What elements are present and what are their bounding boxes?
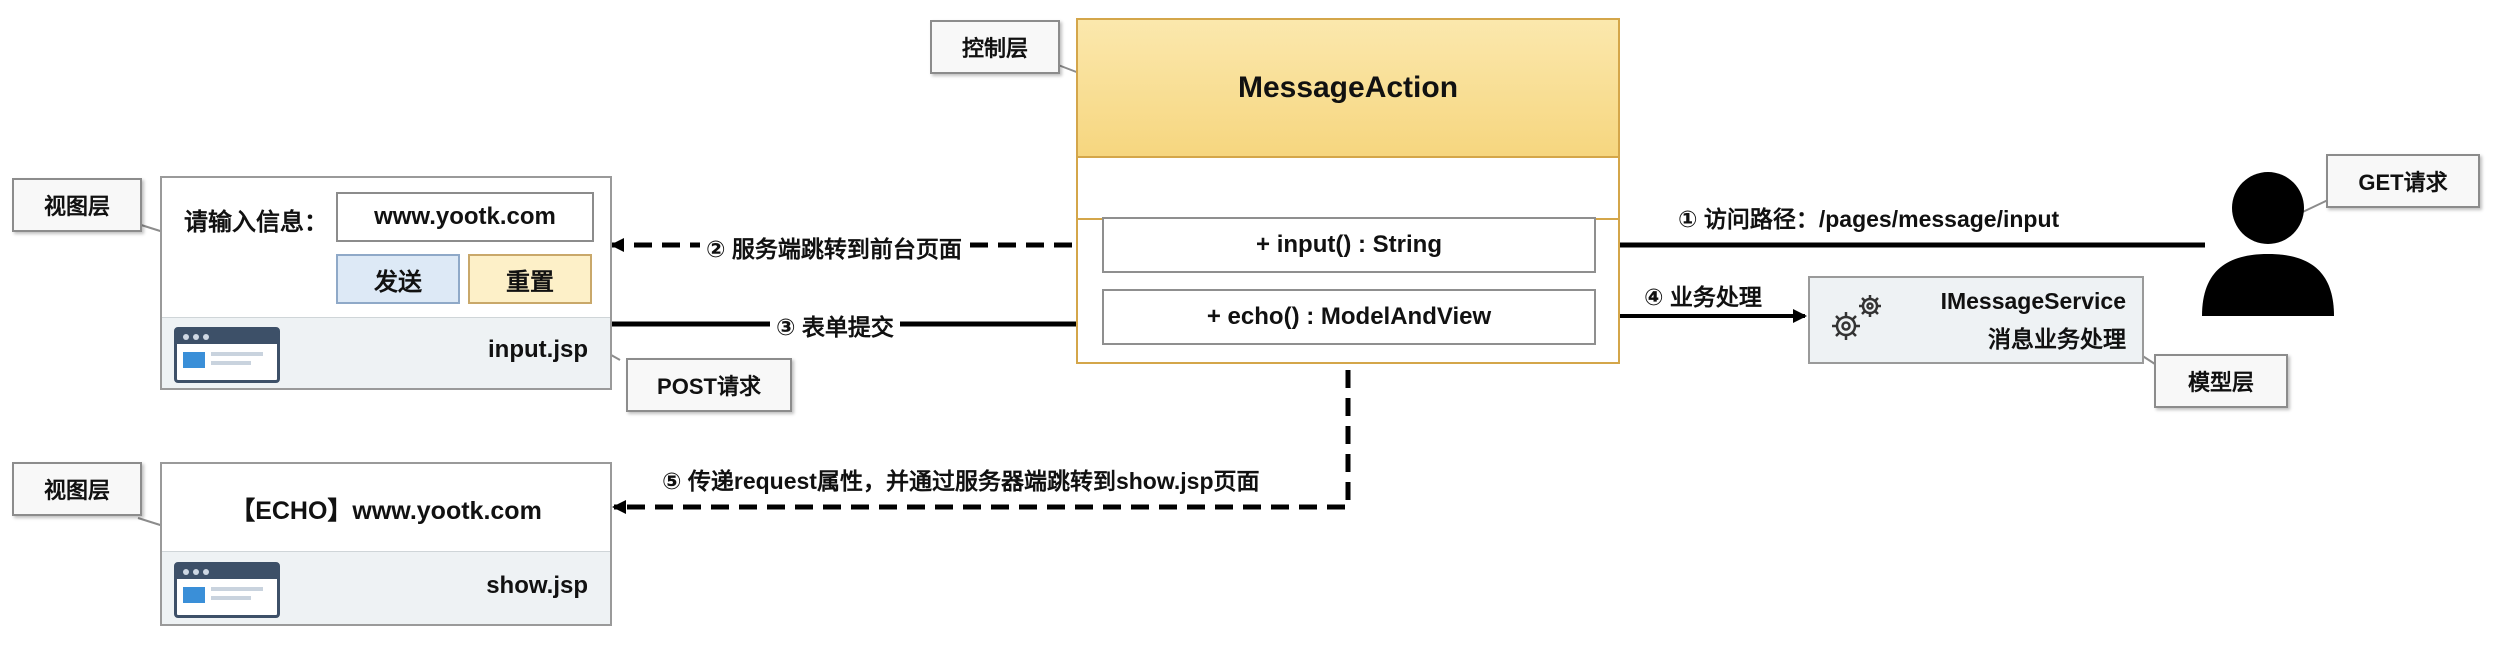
service-description: 消息业务处理 [1988,326,2126,352]
message-service-box: IMessageService 消息业务处理 [1808,276,2144,364]
show-view-panel: 【ECHO】www.yootk.com show.jsp [160,462,612,626]
service-name: IMessageService [1940,288,2126,314]
flow-label-step5: ⑤ 传递request属性，并通过服务器端跳转到show.jsp页面 [656,462,1266,496]
callout-model-layer: 模型层 [2154,354,2288,408]
method-input[interactable]: + input() : String [1102,217,1596,273]
method-echo[interactable]: + echo() : ModelAndView [1102,289,1596,345]
flow-label-step1: ① 访问路径：/pages/message/input [1672,200,2066,234]
user-icon [2202,172,2334,316]
flow-label-step2: ② 服务端跳转到前台页面 [700,230,968,264]
input-view-footer: input.jsp [162,317,610,388]
method-input-label: + input() : String [1256,231,1442,258]
show-view-filename: show.jsp [486,572,588,599]
callout-view-layer-top-label: 视图层 [43,194,110,219]
callout-get-request: GET请求 [2326,154,2480,208]
message-input-value: www.yootk.com [374,203,556,230]
callout-view-layer-top: 视图层 [12,178,142,232]
callout-get-request-label: GET请求 [2358,170,2448,195]
callout-model-layer-label: 模型层 [2187,370,2254,395]
callout-view-layer-bottom-label: 视图层 [43,478,110,503]
input-prompt-label: 请输入信息： [184,209,328,236]
callout-controller-layer: 控制层 [930,20,1060,74]
callout-post-request: POST请求 [626,358,792,412]
flow-label-step3: ③ 表单提交 [770,308,900,342]
input-view-filename: input.jsp [488,336,588,363]
reset-button[interactable]: 重置 [468,254,592,304]
flow-label-step4: ④ 业务处理 [1638,278,1768,312]
gears-icon [1832,295,1881,340]
send-button-label: 发送 [374,268,422,296]
send-button[interactable]: 发送 [336,254,460,304]
echo-output-text: 【ECHO】www.yootk.com [230,497,542,525]
flow-line-step5 [612,342,1351,514]
message-input-field[interactable]: www.yootk.com [336,192,594,242]
reset-button-label: 重置 [506,268,554,296]
show-view-footer: show.jsp [162,551,610,624]
browser-icon [174,327,280,383]
callout-view-layer-bottom: 视图层 [12,462,142,516]
class-attributes-section [1078,156,1618,220]
callout-post-request-label: POST请求 [657,374,761,399]
method-echo-label: + echo() : ModelAndView [1206,303,1492,330]
input-view-panel: 请输入信息： www.yootk.com 发送 重置 input.jsp [160,176,612,390]
callout-controller-layer-label: 控制层 [961,36,1028,61]
browser-icon [174,562,280,618]
class-name: MessageAction [1078,20,1618,158]
